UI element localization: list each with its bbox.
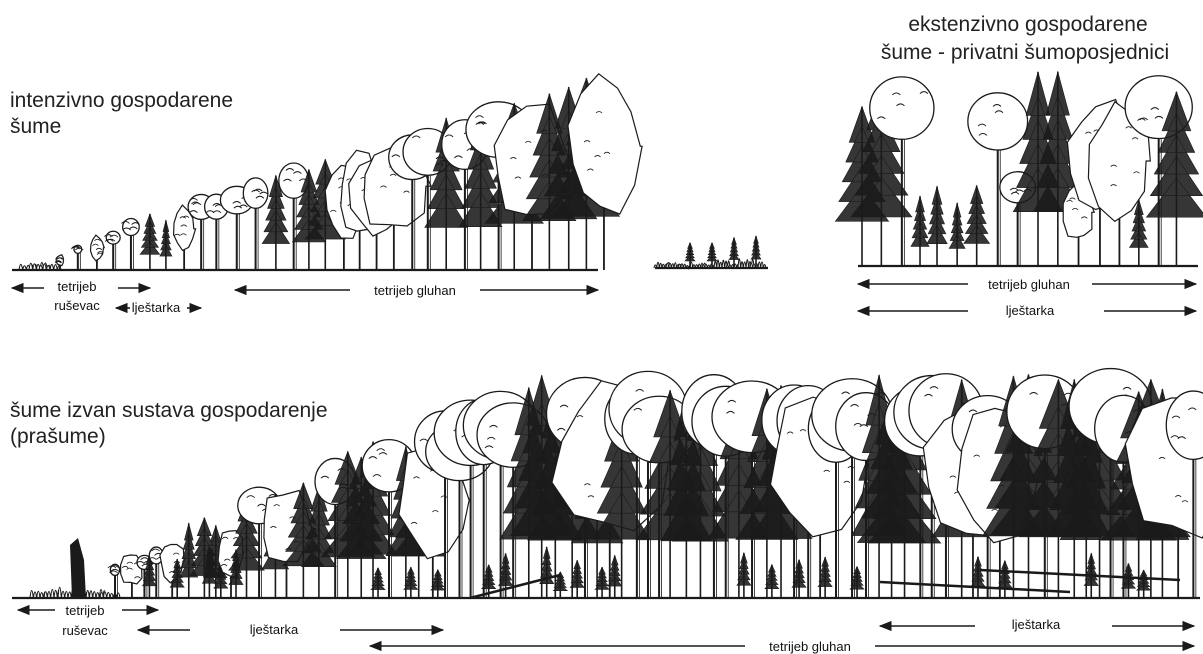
conifer-tree [949, 203, 965, 266]
extensive-capercaillie-label: tetrijeb gluhan [974, 277, 1084, 292]
conifer-tree [927, 186, 947, 266]
intensive-capercaillie-label: tetrijeb gluhan [360, 283, 470, 298]
tree-stands [19, 72, 1203, 598]
primeval-hazel-grouse-label-left: lještarka [234, 622, 314, 637]
deciduous-tree [568, 74, 642, 270]
pine-tree [71, 245, 83, 270]
pine-tree [108, 564, 120, 598]
extensive-hazel-grouse-label: lještarka [990, 303, 1070, 318]
intensive-hazel-grouse-label: lještarka [123, 300, 189, 315]
pine-tree [121, 219, 139, 270]
intensive-black-grouse-label-2: ruševac [42, 298, 112, 313]
conifer-tree [911, 196, 929, 266]
pine-tree [243, 178, 268, 270]
dead-snag [70, 538, 86, 598]
primeval-hazel-grouse-label-right: lještarka [996, 617, 1076, 632]
primeval-black-grouse-label-2: ruševac [50, 623, 120, 638]
conifer-tree [160, 220, 172, 270]
primeval-black-grouse-label-1: tetrijeb [50, 603, 120, 618]
intensive-black-grouse-label-1: tetrijeb [42, 279, 112, 294]
deciduous-tree [91, 235, 105, 270]
conifer-tree [140, 214, 160, 270]
pine-tree [104, 231, 120, 270]
conifer-tree [685, 243, 695, 268]
conifer-tree [729, 238, 739, 268]
conifer-tree [964, 186, 990, 266]
